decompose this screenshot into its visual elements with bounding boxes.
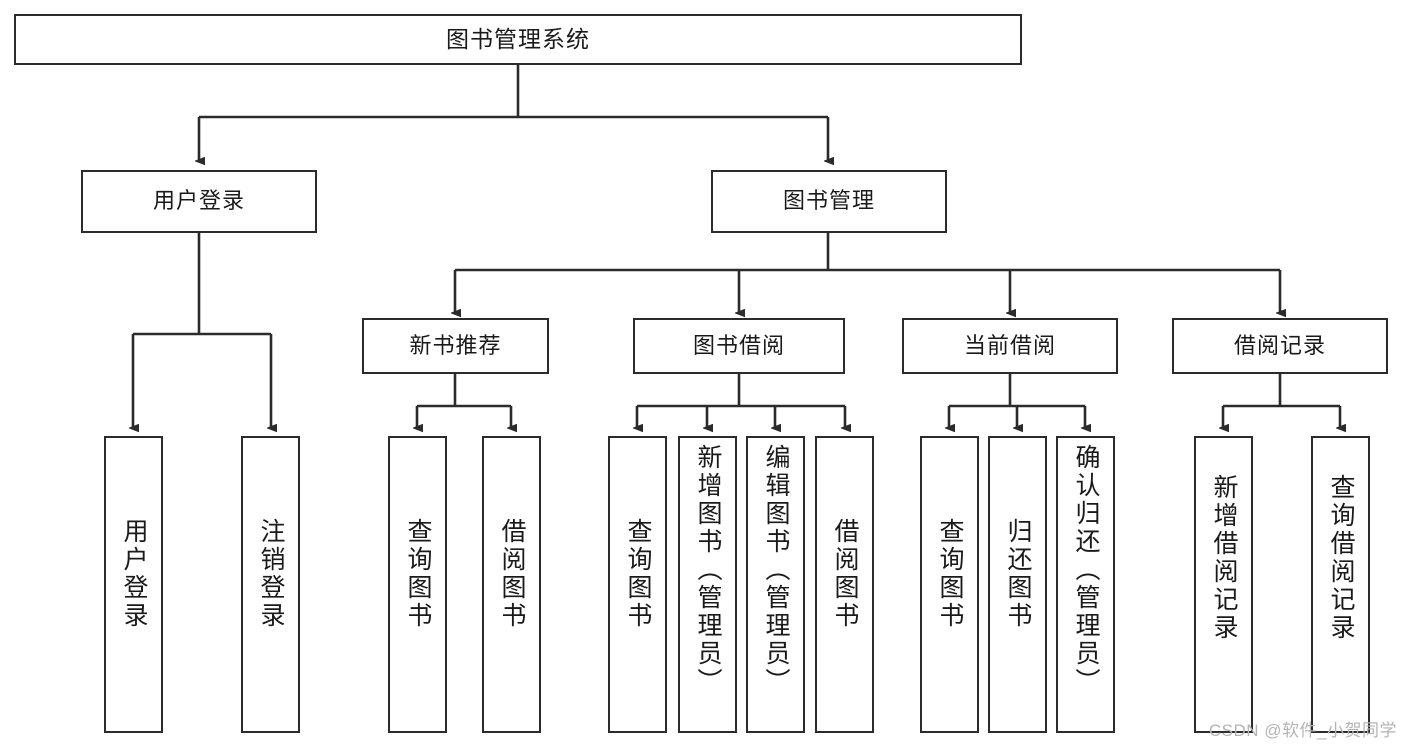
node-borrow-record[interactable]: 借阅记录 (1172, 318, 1388, 374)
node-user-login-label: 用户登录 (152, 188, 245, 214)
leaf-borrow-book-2-label: 借阅图书 (831, 518, 859, 630)
node-book-borrow-label: 图书借阅 (692, 332, 785, 358)
leaf-query-book-1[interactable]: 查询图书 (388, 436, 447, 733)
leaf-add-book-admin[interactable]: 新增图书（管理员） (678, 436, 737, 733)
node-book-borrow[interactable]: 图书借阅 (633, 318, 845, 374)
node-current-borrow-label: 当前借阅 (963, 332, 1056, 358)
leaf-query-book-2[interactable]: 查询图书 (608, 436, 667, 733)
watermark: CSDN @软件_小贺同学 (1208, 721, 1397, 740)
leaf-confirm-return-admin-label: 确认归还（管理员） (1072, 444, 1100, 696)
leaf-query-book-2-label: 查询图书 (624, 518, 652, 630)
leaf-logout[interactable]: 注销登录 (241, 436, 300, 733)
leaf-query-borrow-record-label: 查询借阅记录 (1327, 474, 1355, 642)
leaf-add-book-admin-label: 新增图书（管理员） (694, 444, 722, 696)
leaf-query-borrow-record[interactable]: 查询借阅记录 (1311, 436, 1370, 733)
leaf-confirm-return-admin[interactable]: 确认归还（管理员） (1056, 436, 1115, 733)
leaf-add-borrow-record-label: 新增借阅记录 (1210, 474, 1238, 642)
node-book-management[interactable]: 图书管理 (711, 170, 947, 233)
node-new-book-recommend[interactable]: 新书推荐 (362, 318, 549, 374)
leaf-borrow-book-1[interactable]: 借阅图书 (482, 436, 541, 733)
node-book-management-label: 图书管理 (782, 188, 875, 214)
leaf-user-login[interactable]: 用户登录 (104, 436, 163, 733)
node-root-label: 图书管理系统 (446, 25, 590, 52)
leaf-query-book-1-label: 查询图书 (404, 518, 432, 630)
node-user-login[interactable]: 用户登录 (81, 170, 317, 233)
leaf-edit-book-admin-label: 编辑图书（管理员） (762, 444, 790, 696)
leaf-edit-book-admin[interactable]: 编辑图书（管理员） (746, 436, 805, 733)
leaf-borrow-book-1-label: 借阅图书 (498, 518, 526, 630)
node-root[interactable]: 图书管理系统 (14, 14, 1022, 65)
node-new-book-recommend-label: 新书推荐 (409, 332, 502, 358)
node-borrow-record-label: 借阅记录 (1233, 332, 1326, 358)
leaf-user-login-label: 用户登录 (120, 518, 148, 630)
leaf-add-borrow-record[interactable]: 新增借阅记录 (1194, 436, 1253, 733)
leaf-return-book-label: 归还图书 (1004, 518, 1032, 630)
leaf-return-book[interactable]: 归还图书 (988, 436, 1047, 733)
node-current-borrow[interactable]: 当前借阅 (902, 318, 1118, 374)
leaf-logout-label: 注销登录 (257, 518, 285, 630)
leaf-borrow-book-2[interactable]: 借阅图书 (815, 436, 874, 733)
leaf-query-book-3-label: 查询图书 (936, 518, 964, 630)
leaf-query-book-3[interactable]: 查询图书 (920, 436, 979, 733)
